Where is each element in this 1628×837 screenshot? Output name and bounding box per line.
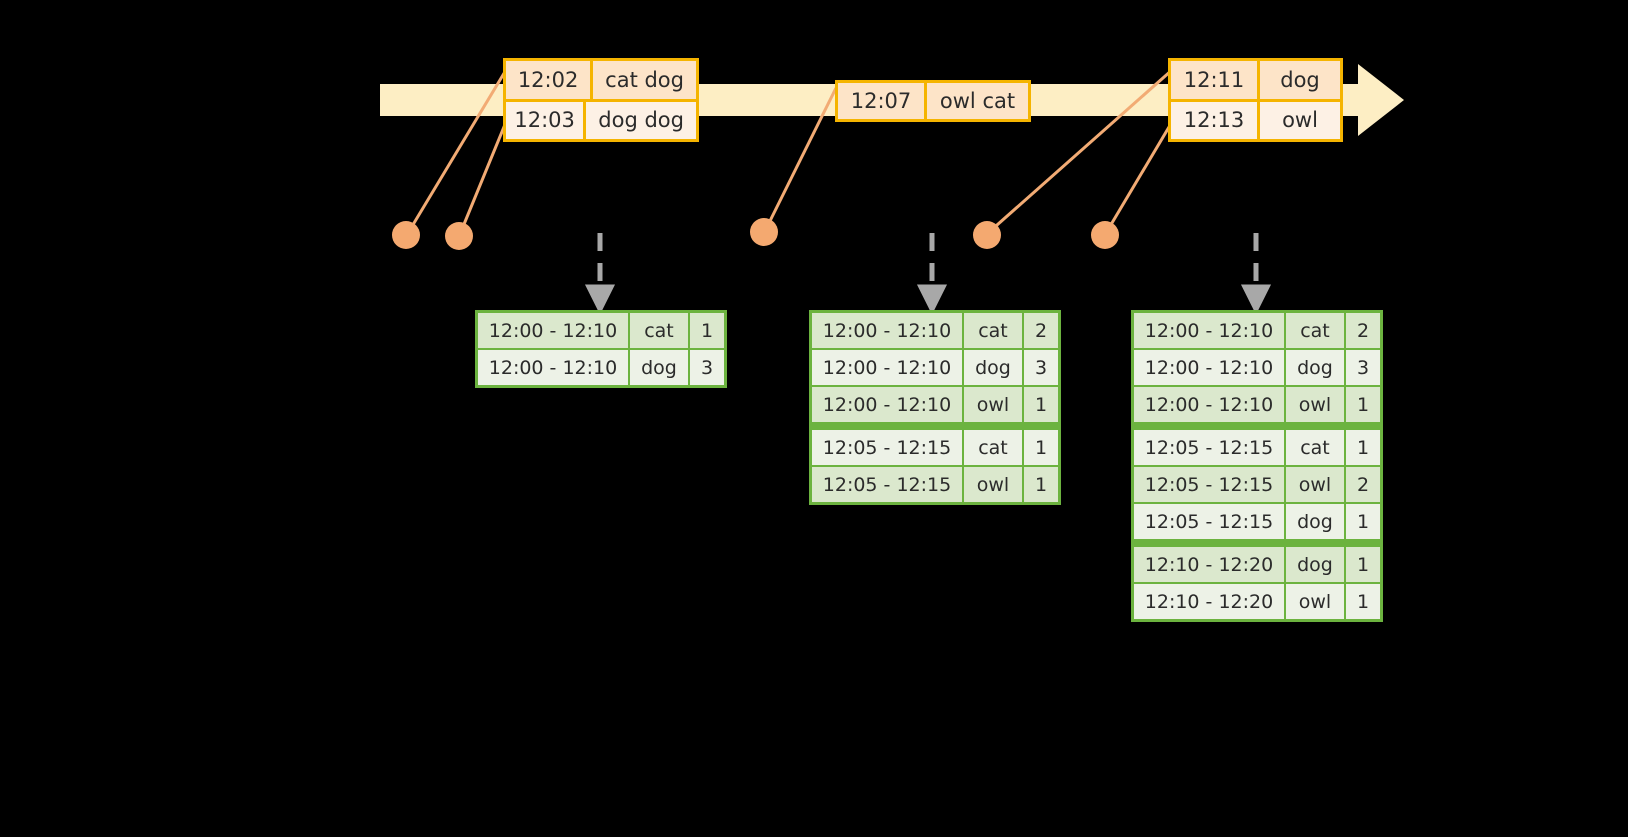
event-row[interactable]: 12:07 owl cat [838,83,1028,119]
word-cell: owl [1286,584,1344,619]
count-cell: 1 [1346,504,1380,539]
count-cell: 2 [1346,467,1380,502]
word-cell: owl [964,467,1022,502]
event-marker-2 [445,222,473,250]
count-cell: 1 [1346,387,1380,422]
count-cell: 3 [1024,350,1058,385]
event-words: dog dog [586,101,696,139]
window-cell: 12:05 - 12:15 [1134,504,1284,539]
window-group-separator [1134,541,1380,545]
event-time: 12:03 [506,101,587,139]
word-cell: cat [630,313,688,348]
event-marker-1 [392,221,420,249]
window-group-separator [1134,424,1380,428]
window-cell: 12:00 - 12:10 [812,387,962,422]
event-row[interactable]: 12:13 owl [1171,98,1340,139]
window-cell: 12:00 - 12:10 [478,313,628,348]
event-time: 12:11 [1171,61,1260,99]
window-cell: 12:00 - 12:10 [812,313,962,348]
event-row[interactable]: 12:03 dog dog [506,98,696,139]
event-words: cat dog [593,61,696,99]
count-cell: 1 [1346,584,1380,619]
window-cell: 12:05 - 12:15 [812,467,962,502]
window-cell: 12:05 - 12:15 [1134,467,1284,502]
word-cell: owl [1286,387,1344,422]
event-markers [392,218,1119,250]
word-cell: dog [630,350,688,385]
count-cell: 3 [690,350,724,385]
count-cell: 1 [1346,430,1380,465]
event-group-3[interactable]: 12:11 dog 12:13 owl [1168,58,1343,142]
window-cell: 12:10 - 12:20 [1134,584,1284,619]
event-words: owl cat [927,83,1028,119]
word-cell: dog [1286,547,1344,582]
word-cell: cat [964,430,1022,465]
word-cell: dog [1286,350,1344,385]
count-cell: 1 [690,313,724,348]
window-cell: 12:05 - 12:15 [1134,430,1284,465]
event-group-2[interactable]: 12:07 owl cat [835,80,1031,122]
event-time: 12:07 [838,83,927,119]
word-cell: owl [1286,467,1344,502]
event-row[interactable]: 12:11 dog [1171,61,1340,99]
event-row[interactable]: 12:02 cat dog [506,61,696,99]
word-cell: cat [1286,430,1344,465]
window-cell: 12:00 - 12:10 [1134,313,1284,348]
event-marker-3 [750,218,778,246]
event-time: 12:13 [1171,101,1260,139]
count-cell: 1 [1024,467,1058,502]
word-cell: cat [1286,313,1344,348]
event-time: 12:02 [506,61,594,99]
emit-arrows [584,233,1272,315]
window-cell: 12:00 - 12:10 [1134,350,1284,385]
count-cell: 2 [1024,313,1058,348]
count-cell: 1 [1024,387,1058,422]
event-words: owl [1260,101,1340,139]
window-cell: 12:05 - 12:15 [812,430,962,465]
count-cell: 2 [1346,313,1380,348]
event-words: dog [1260,61,1340,99]
window-cell: 12:00 - 12:10 [1134,387,1284,422]
window-cell: 12:00 - 12:10 [478,350,628,385]
count-cell: 3 [1346,350,1380,385]
word-cell: cat [964,313,1022,348]
count-cell: 1 [1024,430,1058,465]
event-marker-5 [1091,221,1119,249]
event-group-1[interactable]: 12:02 cat dog 12:03 dog dog [503,58,699,142]
window-cell: 12:00 - 12:10 [812,350,962,385]
event-marker-4 [973,221,1001,249]
word-cell: owl [964,387,1022,422]
window-cell: 12:10 - 12:20 [1134,547,1284,582]
window-group-separator [812,424,1058,428]
count-cell: 1 [1346,547,1380,582]
word-cell: dog [1286,504,1344,539]
word-cell: dog [964,350,1022,385]
